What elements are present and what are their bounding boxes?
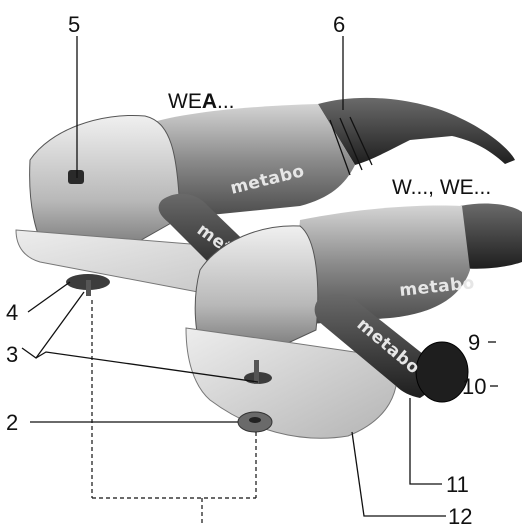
leader-lines bbox=[21, 36, 498, 517]
callout-12: 12 bbox=[448, 504, 472, 526]
callout-5: 5 bbox=[68, 12, 80, 37]
callout-4: 4 bbox=[6, 300, 18, 325]
gear-head-front bbox=[194, 225, 319, 359]
model-label-wea: WEA... bbox=[168, 90, 235, 113]
rear-handle-back bbox=[318, 97, 515, 165]
callout-6: 6 bbox=[333, 12, 345, 37]
callout-3: 3 bbox=[6, 342, 18, 367]
gear-head-back bbox=[29, 114, 181, 259]
spindle-lock-button-back bbox=[68, 170, 84, 184]
side-handle-front bbox=[314, 293, 445, 398]
spindle-back bbox=[86, 280, 91, 296]
model-label-we: W..., WE... bbox=[392, 176, 491, 199]
callout-10: 10 bbox=[462, 374, 486, 399]
callout-11: 11 bbox=[446, 472, 469, 497]
grinder-we: metabo metabo bbox=[185, 203, 522, 439]
wheel-guard-front bbox=[185, 327, 398, 439]
callout-9: 9 bbox=[468, 330, 480, 355]
handle-knob-front bbox=[415, 341, 469, 403]
spindle-front bbox=[254, 360, 259, 384]
assembly-dashed-lines bbox=[91, 300, 257, 526]
callout-2: 2 bbox=[6, 410, 18, 435]
motor-housing-back bbox=[140, 104, 355, 218]
rear-handle-front bbox=[460, 203, 522, 269]
